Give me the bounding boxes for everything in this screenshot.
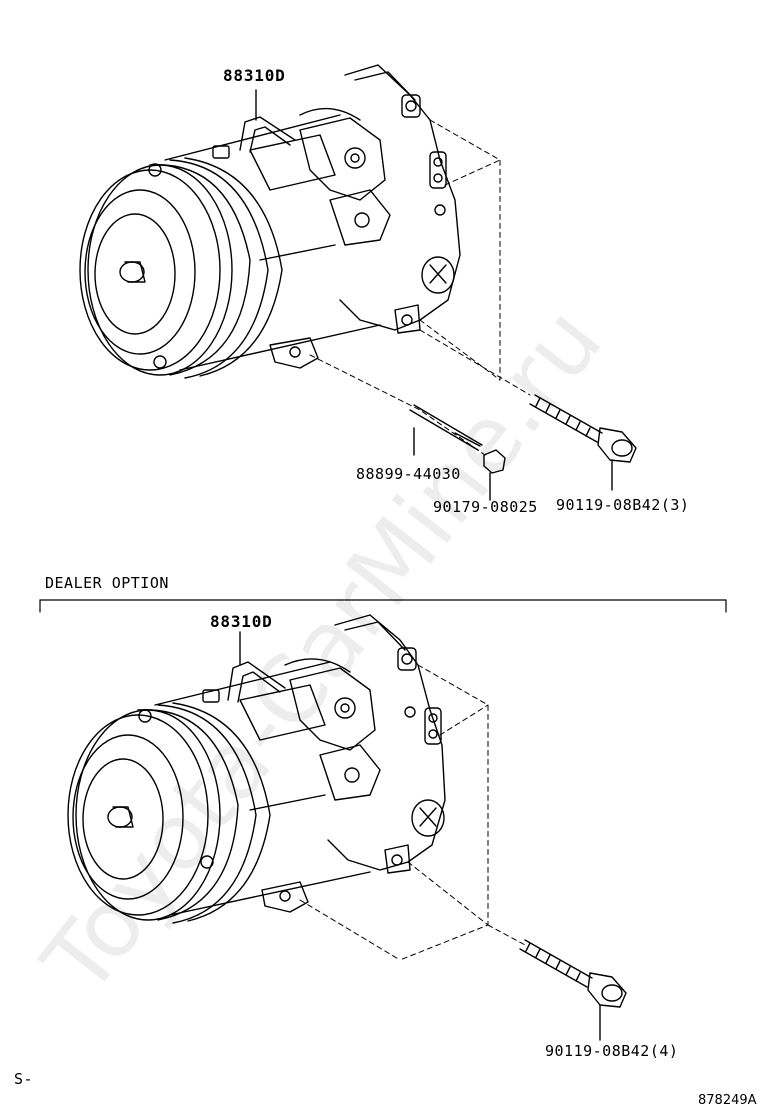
stud-part-label: 88899-44030 — [356, 465, 461, 483]
dealer-option-heading: DEALER OPTION — [45, 574, 169, 592]
nut-part-label: 90179-08025 — [433, 498, 538, 516]
compressor-part-label-bottom: 88310D — [210, 612, 273, 631]
bolt-top — [529, 394, 637, 491]
bottom-guide-lines — [299, 664, 526, 961]
compressor-part-label-top: 88310D — [223, 66, 286, 85]
nut-top — [483, 449, 506, 501]
figure-id: 878249A — [698, 1093, 757, 1108]
footer-left-mark: S- — [14, 1070, 34, 1088]
stud-top — [409, 404, 483, 456]
compressor-bottom — [67, 614, 446, 924]
bolt-part-label-bottom: 90119-08B42(4) — [545, 1042, 679, 1060]
compressor-top — [79, 64, 461, 379]
top-guide-lines — [309, 119, 531, 456]
bolt-bottom — [519, 939, 627, 1041]
dealer-option-bracket — [39, 599, 727, 613]
bolt-part-label-top: 90119-08B42(3) — [556, 496, 690, 514]
